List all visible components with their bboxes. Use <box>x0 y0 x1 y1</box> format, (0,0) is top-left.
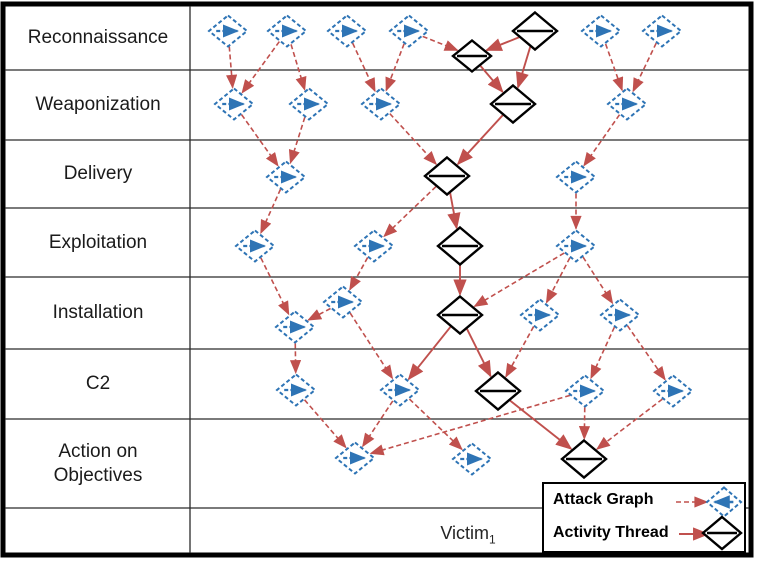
edge-dashed <box>351 42 376 93</box>
phase-label-weaponization: Weaponization <box>35 94 161 116</box>
phase-label-exploitation: Exploitation <box>48 231 148 253</box>
node-attack-r5 <box>580 14 622 48</box>
node-activity-cb <box>474 370 522 412</box>
edge-dashed <box>240 114 279 167</box>
edge-dashed <box>632 42 657 93</box>
edge-dashed <box>383 185 437 238</box>
node-attack-a1 <box>334 441 376 475</box>
edge-dashed <box>583 114 621 167</box>
edge-solid <box>447 192 461 230</box>
node-attack-r4 <box>388 14 430 48</box>
edge-dashed <box>361 400 394 448</box>
edge-dashed <box>590 326 616 380</box>
node-activity-rs <box>451 38 493 74</box>
node-attack-a2 <box>451 442 493 476</box>
node-attack-r1 <box>207 14 249 48</box>
victim-caption: Victim1 <box>388 523 548 547</box>
edge-solid <box>479 65 504 93</box>
edge-dashed <box>545 257 571 304</box>
legend-graphics <box>542 482 746 553</box>
edge-dashed <box>408 398 463 451</box>
edge-dashed <box>505 326 535 378</box>
edge-dashed <box>260 257 290 316</box>
edge-dashed <box>385 43 405 92</box>
node-attack-i3 <box>519 298 561 332</box>
node-activity-rb <box>511 10 559 52</box>
edge-solid <box>515 46 532 89</box>
node-activity-eb <box>436 225 484 267</box>
edge-dashed <box>422 35 459 51</box>
node-attack-i2 <box>322 285 364 319</box>
edge-solid <box>509 399 573 450</box>
edge-dashed <box>473 252 565 308</box>
edge-dashed <box>307 307 331 321</box>
legend-activity-thread-label: Activity Thread <box>553 524 669 541</box>
node-activity-wb <box>489 83 537 125</box>
node-attack-r6 <box>641 14 683 48</box>
node-attack-c2 <box>379 373 421 407</box>
phase-label-delivery: Delivery <box>63 163 133 185</box>
diagram-nodes <box>207 10 694 480</box>
node-activity-legend-activity <box>701 515 743 551</box>
node-attack-c4 <box>652 374 694 408</box>
phase-label-action-on-objectives: Action on Objectives <box>53 440 143 486</box>
node-attack-d1 <box>265 160 307 194</box>
edge-solid <box>456 114 504 166</box>
phase-label-c2: C2 <box>85 373 111 395</box>
node-activity-ab <box>560 438 608 480</box>
legend-node-attack-legend-attack <box>705 486 743 518</box>
node-attack-i4 <box>599 298 641 332</box>
phase-label-reconnaissance: Reconnaissance <box>27 27 169 49</box>
phase-label-installation: Installation <box>52 302 144 324</box>
node-attack-i1 <box>274 310 316 344</box>
edge-dashed <box>349 257 369 291</box>
edge-dashed <box>241 41 280 94</box>
node-activity-ib <box>436 294 484 336</box>
node-attack-w3 <box>360 87 402 121</box>
diagram-edges <box>226 35 666 456</box>
node-attack-w4 <box>606 87 648 121</box>
node-attack-r3 <box>326 14 368 48</box>
victim-subscript: 1 <box>489 532 496 547</box>
legend-attack-graph-label: Attack Graph <box>553 491 654 508</box>
edge-dashed <box>226 46 238 89</box>
node-attack-e2 <box>353 229 395 263</box>
node-activity-db <box>423 155 471 197</box>
edge-dashed <box>596 398 663 450</box>
edge-dashed <box>349 312 394 380</box>
node-attack-e1 <box>234 229 276 263</box>
node-attack-d2 <box>555 160 597 194</box>
edge-dashed <box>582 256 614 305</box>
edge-dashed <box>604 43 624 92</box>
node-attack-c3 <box>564 374 606 408</box>
edge-solid <box>485 36 520 52</box>
edge-dashed <box>389 113 438 166</box>
node-attack-w1 <box>213 87 255 121</box>
edge-dashed <box>626 325 666 381</box>
edge-dashed <box>369 394 571 456</box>
node-attack-r2 <box>266 14 308 48</box>
victim-text: Victim <box>440 523 489 543</box>
node-attack-c1 <box>275 373 317 407</box>
node-attack-e3 <box>555 229 597 263</box>
edge-solid <box>466 328 492 378</box>
edge-solid <box>407 326 452 381</box>
edge-dashed <box>303 399 347 449</box>
node-attack-w2 <box>288 87 330 121</box>
